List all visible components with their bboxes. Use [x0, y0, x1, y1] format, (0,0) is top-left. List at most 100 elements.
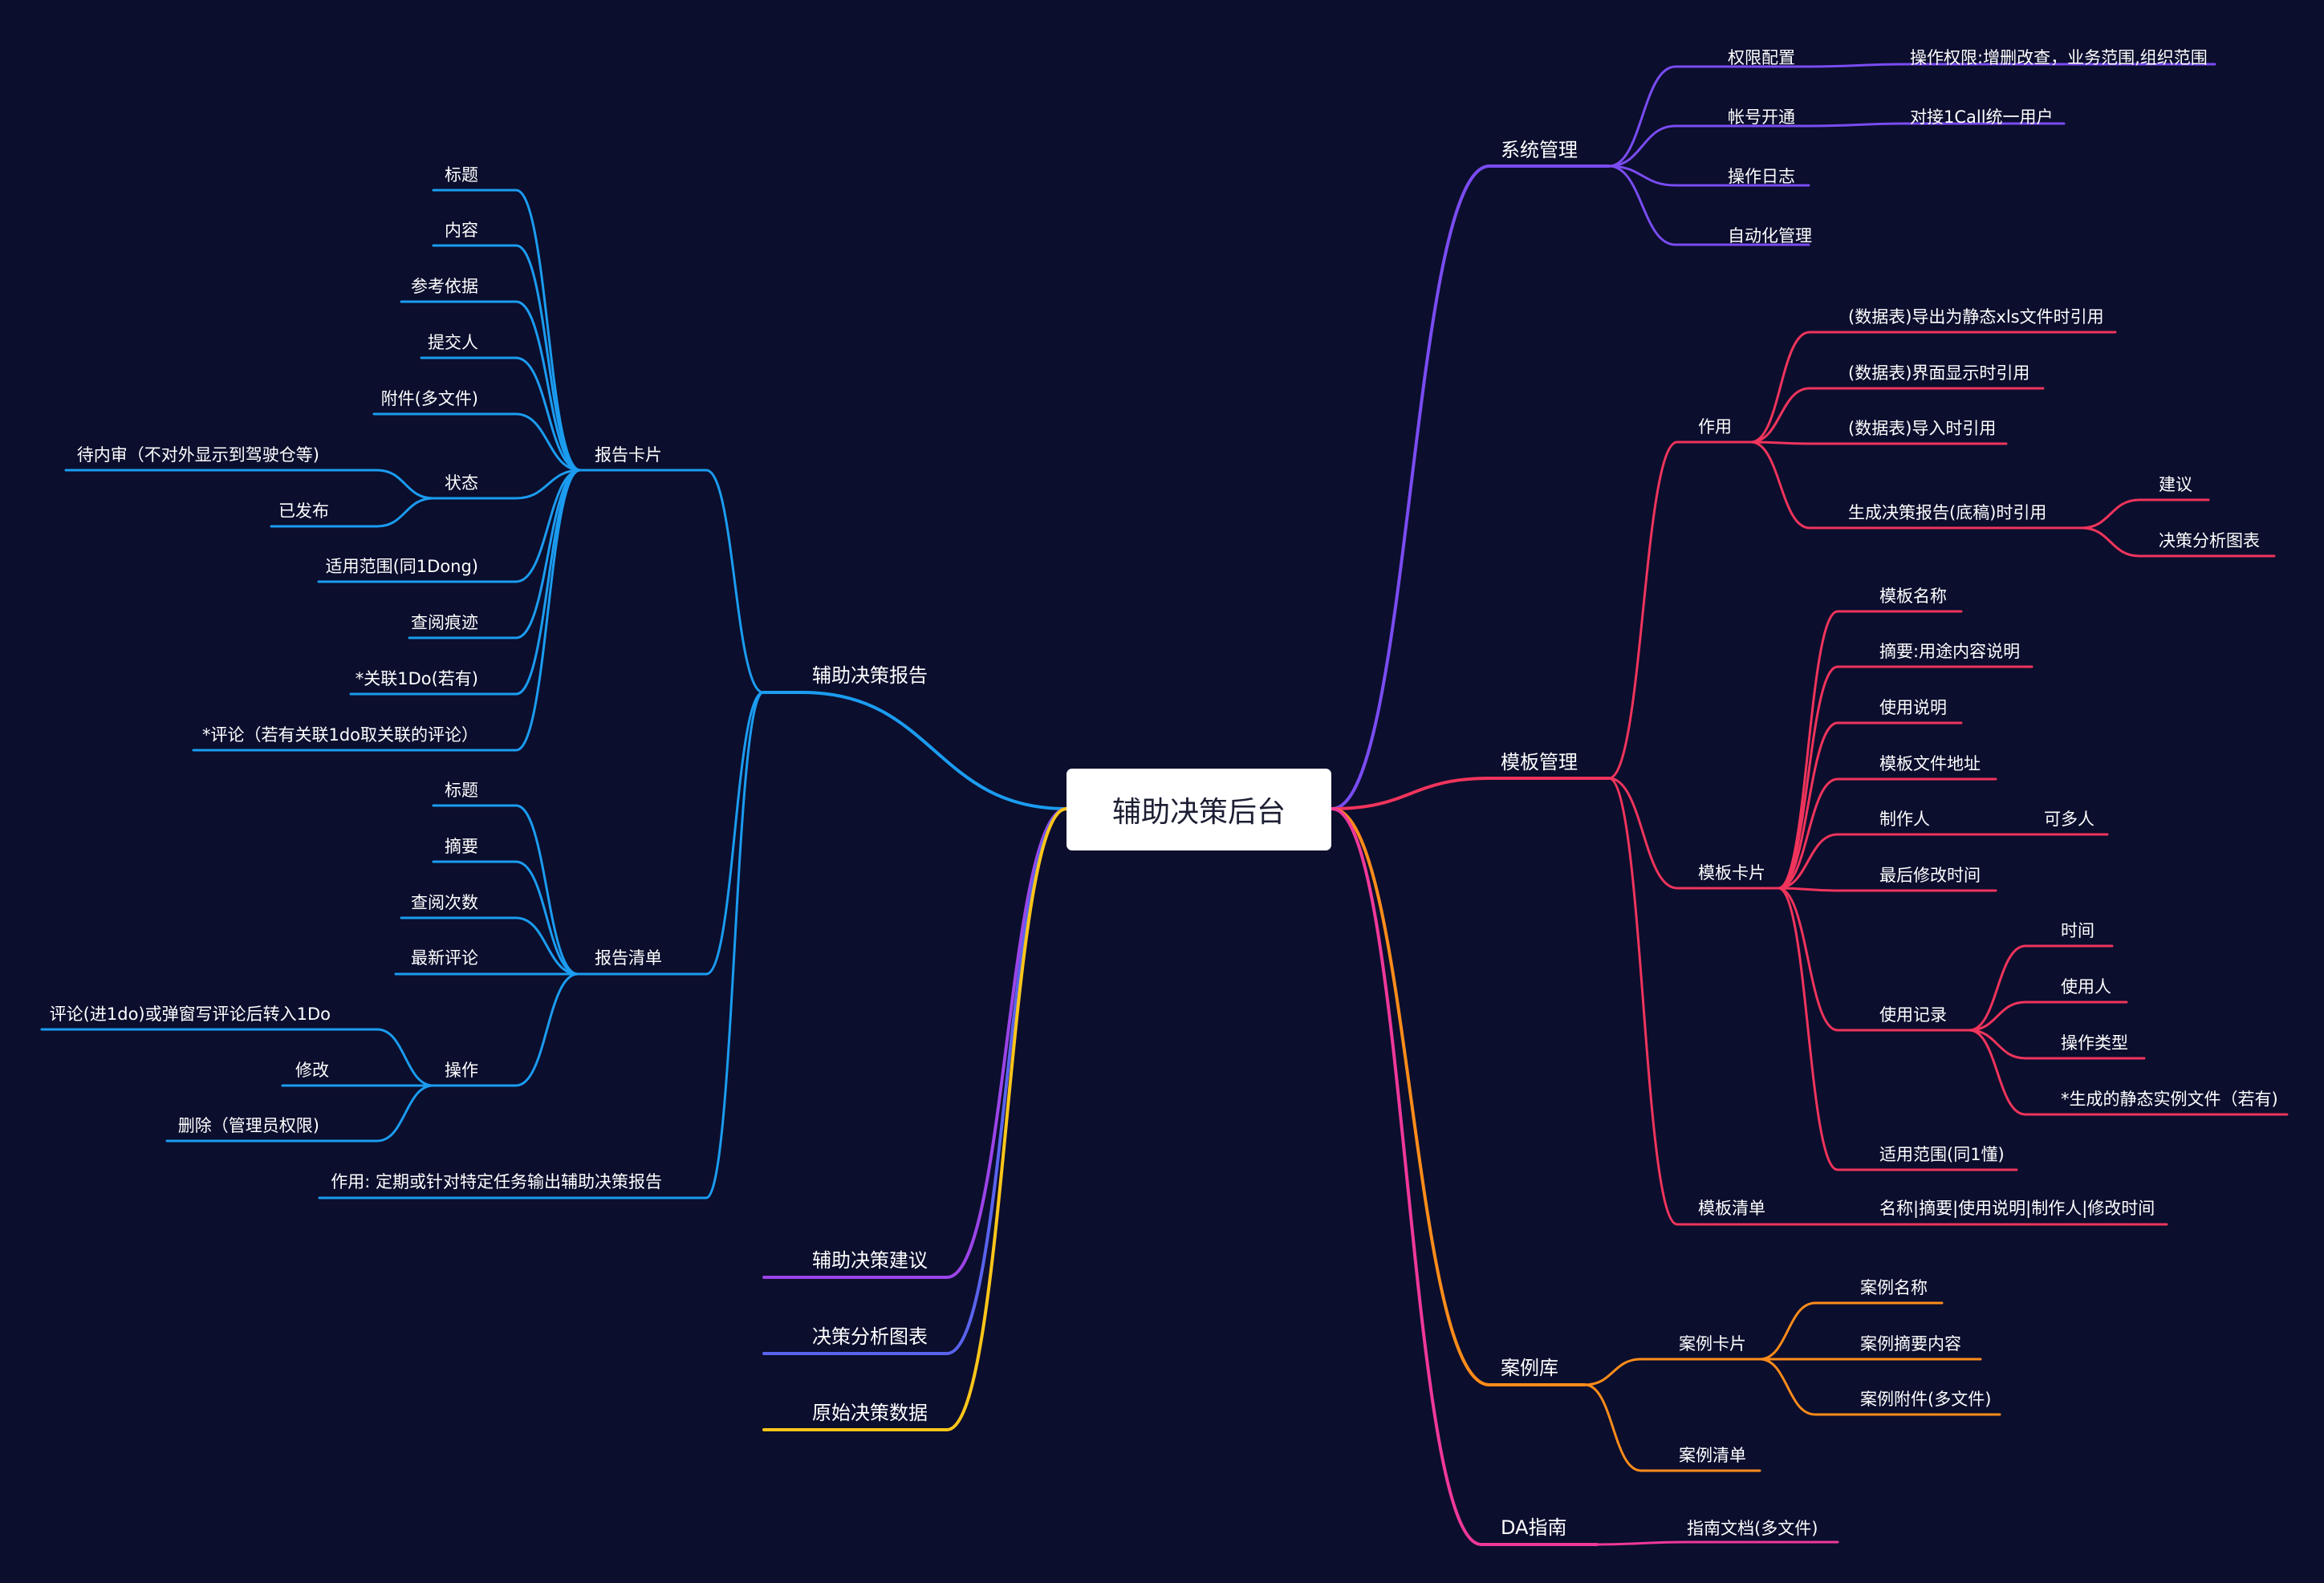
node-record-user[interactable]: 使用人 [2061, 977, 2111, 996]
node-card-link-1do[interactable]: *关联1Do(若有) [355, 669, 478, 688]
connector-2 [1807, 63, 2216, 68]
node-usage-charts[interactable]: 决策分析图表 [2159, 531, 2260, 550]
connector-14 [1749, 440, 2083, 530]
node-list-operations[interactable]: 操作 [445, 1061, 478, 1080]
connector-47 [317, 469, 582, 583]
node-card-content[interactable]: 内容 [445, 221, 478, 240]
connector-4 [1807, 122, 2066, 128]
node-usage-import[interactable]: (数据表)导入时引用 [1848, 419, 1997, 438]
connector-20 [1777, 777, 1997, 890]
node-op-edit[interactable]: 修改 [295, 1061, 329, 1080]
connector-62 [762, 807, 1068, 1355]
node-record-time[interactable]: 时间 [2061, 921, 2094, 940]
node-case-attachments[interactable]: 案例附件(多文件) [1860, 1390, 1992, 1409]
connector-52 [270, 497, 435, 528]
node-guide-docs[interactable]: 指南文档(多文件) [1687, 1519, 1818, 1538]
node-card-attachments[interactable]: 附件(多文件) [380, 389, 478, 408]
connector-46 [432, 469, 582, 500]
connector-42 [432, 244, 582, 472]
connector-15 [2080, 498, 2210, 530]
branch-rawdata[interactable]: 原始决策数据 [812, 1402, 928, 1424]
connector-18 [1777, 665, 2034, 890]
node-card-trace[interactable]: 查阅痕迹 [411, 613, 478, 632]
node-card-submitter[interactable]: 提交人 [428, 333, 478, 352]
connector-54 [432, 860, 579, 976]
branch-report[interactable]: 辅助决策报告 [812, 664, 928, 687]
node-template-card[interactable]: 模板卡片 [1698, 863, 1765, 883]
node-case-list[interactable]: 案例清单 [1679, 1446, 1746, 1465]
node-card-reference[interactable]: 参考依据 [411, 277, 478, 296]
node-report-list[interactable]: 报告清单 [595, 948, 662, 968]
branch-system[interactable]: 系统管理 [1501, 139, 1578, 161]
node-list-summary[interactable]: 摘要 [445, 837, 478, 856]
node-operation-log[interactable]: 操作日志 [1728, 167, 1795, 186]
node-report-card[interactable]: 报告卡片 [595, 445, 662, 465]
node-report-purpose[interactable]: 作用: 定期或针对特定任务输出辅助决策报告 [331, 1172, 662, 1191]
connector-25 [1968, 944, 2114, 1032]
connector-12 [1749, 387, 2045, 444]
node-account-open[interactable]: 帐号开通 [1728, 108, 1795, 127]
node-permission-detail[interactable]: 操作权限:增删改查，业务范围,组织范围 [1910, 48, 2208, 67]
node-template-maker[interactable]: 制作人 [1879, 810, 1930, 829]
branch-charts[interactable]: 决策分析图表 [812, 1325, 928, 1348]
node-list-title[interactable]: 标题 [445, 781, 478, 800]
connector-35 [1331, 807, 1599, 1546]
node-maker-note[interactable]: 可多人 [2044, 810, 2094, 829]
node-card-title[interactable]: 标题 [445, 165, 478, 185]
node-list-latest-comment[interactable]: 最新评论 [411, 948, 478, 968]
connector-39 [576, 691, 765, 976]
node-template-usage[interactable]: 作用 [1698, 417, 1732, 436]
node-usage-display[interactable]: (数据表)界面显示时引用 [1848, 363, 2030, 383]
branch-template[interactable]: 模板管理 [1501, 751, 1578, 773]
node-usage-export[interactable]: (数据表)导出为静态xls文件时引用 [1848, 307, 2104, 327]
connector-28 [1968, 1029, 2289, 1116]
node-template-list-detail[interactable]: 名称|摘要|使用说明|制作人|修改时间 [1879, 1199, 2155, 1218]
connector-10 [1607, 777, 2168, 1226]
connector-26 [1968, 1001, 2128, 1032]
connector-21 [1777, 833, 2109, 890]
connector-51 [64, 469, 435, 500]
node-usage-report[interactable]: 生成决策报告(底稿)时引用 [1848, 503, 2047, 522]
node-template-list[interactable]: 模板清单 [1698, 1199, 1765, 1218]
node-status-published[interactable]: 已发布 [278, 501, 329, 521]
connector-44 [420, 356, 582, 472]
node-automation[interactable]: 自动化管理 [1728, 226, 1812, 246]
node-case-name[interactable]: 案例名称 [1860, 1278, 1928, 1297]
node-status-pending[interactable]: 待内审（不对外显示到驾驶仓等) [76, 445, 319, 465]
node-record-optype[interactable]: 操作类型 [2061, 1033, 2128, 1053]
connector-34 [1758, 1358, 2001, 1416]
node-account-detail[interactable]: 对接1Call统一用户 [1910, 108, 2054, 127]
connector-11 [1749, 331, 2117, 444]
branch-advice[interactable]: 辅助决策建议 [812, 1249, 928, 1272]
node-template-scope[interactable]: 适用范围(同1懂) [1879, 1145, 2005, 1164]
node-card-status[interactable]: 状态 [445, 473, 478, 493]
connector-24 [1777, 887, 2018, 1171]
branch-cases[interactable]: 案例库 [1501, 1357, 1558, 1379]
node-case-card[interactable]: 案例卡片 [1679, 1334, 1746, 1354]
node-permission-config[interactable]: 权限配置 [1728, 48, 1795, 67]
node-template-modified[interactable]: 最后修改时间 [1879, 866, 1981, 885]
node-list-views[interactable]: 查阅次数 [411, 893, 478, 912]
node-template-summary[interactable]: 摘要:用途内容说明 [1879, 642, 2021, 661]
connector-61 [762, 807, 1068, 1279]
connector-50 [192, 469, 582, 752]
connector-5 [1607, 164, 1810, 187]
node-template-name[interactable]: 模板名称 [1879, 587, 1947, 606]
connector-29 [1331, 807, 1587, 1386]
connector-16 [2080, 526, 2276, 558]
node-usage-advice[interactable]: 建议 [2159, 475, 2192, 494]
node-record-static-file[interactable]: *生成的静态实例文件（若有) [2061, 1090, 2278, 1109]
node-template-records[interactable]: 使用记录 [1879, 1005, 1947, 1025]
node-op-delete[interactable]: 删除（管理员权限) [177, 1116, 319, 1135]
node-template-file-address[interactable]: 模板文件地址 [1879, 754, 1981, 773]
node-case-summary[interactable]: 案例摘要内容 [1860, 1334, 1961, 1354]
branch-guide[interactable]: DA指南 [1501, 1516, 1567, 1539]
node-card-comments[interactable]: *评论（若有关联1do取关联的评论） [201, 725, 478, 745]
connector-19 [1777, 721, 1963, 890]
connector-3 [1607, 124, 1810, 168]
node-template-instructions[interactable]: 使用说明 [1879, 698, 1947, 717]
node-card-scope[interactable]: 适用范围(同1Dong) [325, 557, 478, 576]
node-op-comment[interactable]: 评论(进1do)或弹窗写评论后转入1Do [49, 1005, 331, 1024]
root-node[interactable]: 辅助决策后台 [1067, 769, 1331, 850]
